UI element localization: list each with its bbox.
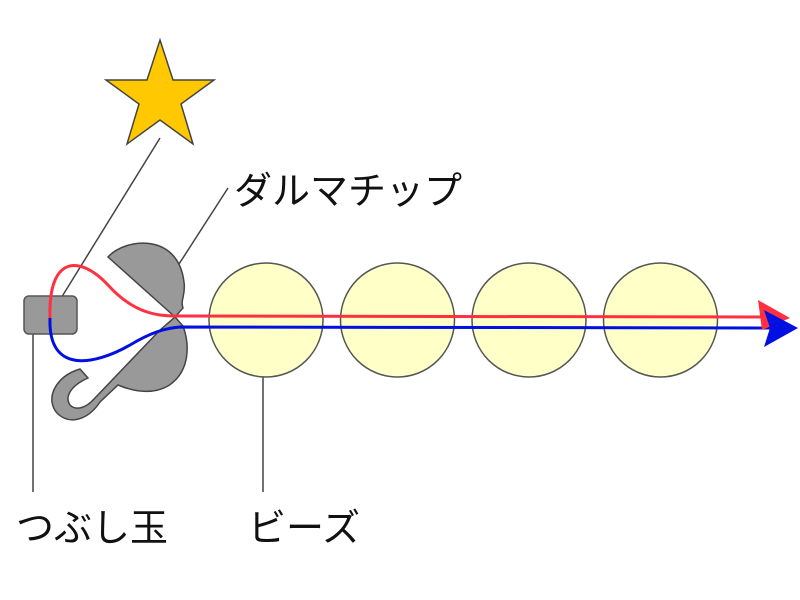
beads-label: ビーズ [248, 506, 361, 550]
bead [471, 262, 587, 378]
chip-leader-line [169, 187, 229, 279]
crimp-bead-label: つぶし玉 [16, 506, 169, 550]
daruma-chip-bottom-hook [51, 315, 188, 421]
daruma-chip-label: ダルマチップ [234, 169, 463, 213]
star-charm-icon [103, 37, 217, 146]
bead [602, 262, 719, 378]
beads [208, 262, 719, 378]
red-arrow-icon [758, 300, 790, 330]
blue-arrow-icon [764, 310, 798, 347]
blue-thread [48, 317, 771, 363]
daruma-chip-top [106, 242, 186, 319]
bead [208, 262, 324, 378]
star-leader-line [49, 137, 161, 317]
red-thread [48, 264, 766, 319]
bead [339, 262, 456, 378]
